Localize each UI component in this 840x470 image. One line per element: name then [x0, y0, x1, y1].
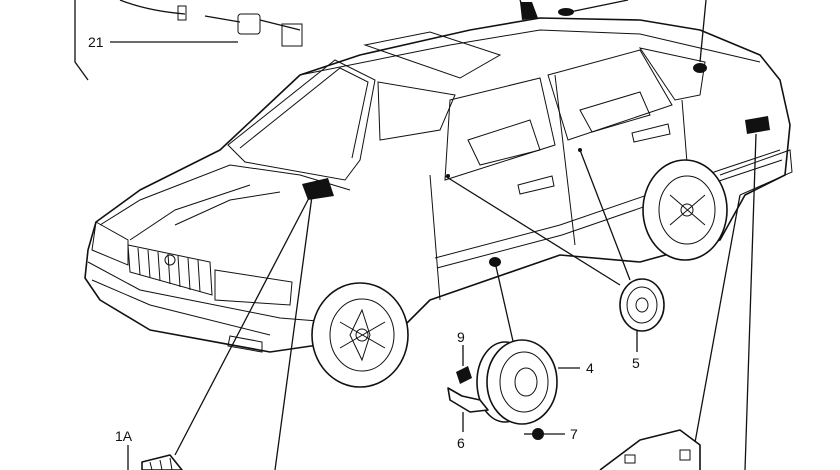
part-7-screw — [524, 428, 565, 440]
rear-side-mark — [745, 116, 770, 134]
group-bracket-line — [74, 0, 89, 81]
leader-top-right — [699, 0, 707, 63]
part-1a-component — [127, 445, 183, 470]
leader-antenna — [559, 0, 629, 15]
bottom-bracket — [599, 429, 701, 470]
callout-5: 5 — [632, 355, 640, 371]
grille-slats — [137, 247, 201, 293]
left-headlight — [91, 221, 129, 266]
leader-rear — [744, 133, 757, 470]
rear-wheel — [642, 159, 728, 261]
callout-1a: 1A — [115, 428, 133, 444]
callout-4: 4 — [586, 360, 594, 376]
front-wheel — [311, 282, 409, 388]
leader-rear-b — [689, 194, 741, 470]
rear-door-handle — [631, 123, 671, 143]
leader-5a — [444, 175, 621, 286]
leader-4 — [494, 261, 516, 351]
roof-antenna — [519, 0, 574, 20]
part-5-speaker — [619, 278, 665, 352]
mirror-speaker-mark — [302, 178, 334, 200]
part-21-cable — [110, 0, 303, 47]
front-door-handle — [517, 175, 555, 195]
leader-5b — [579, 149, 631, 281]
part-4-speaker — [476, 339, 580, 425]
badge-icon — [164, 254, 176, 266]
leader-1a — [174, 195, 311, 456]
part-9-clip — [447, 345, 489, 432]
callout-21: 21 — [88, 34, 104, 50]
leader-mirror — [274, 195, 313, 470]
callout-6: 6 — [457, 435, 465, 451]
callout-9: 9 — [457, 329, 465, 345]
callout-7: 7 — [570, 426, 578, 442]
right-headlight — [214, 269, 293, 306]
rear-shelf-mark — [693, 63, 707, 73]
